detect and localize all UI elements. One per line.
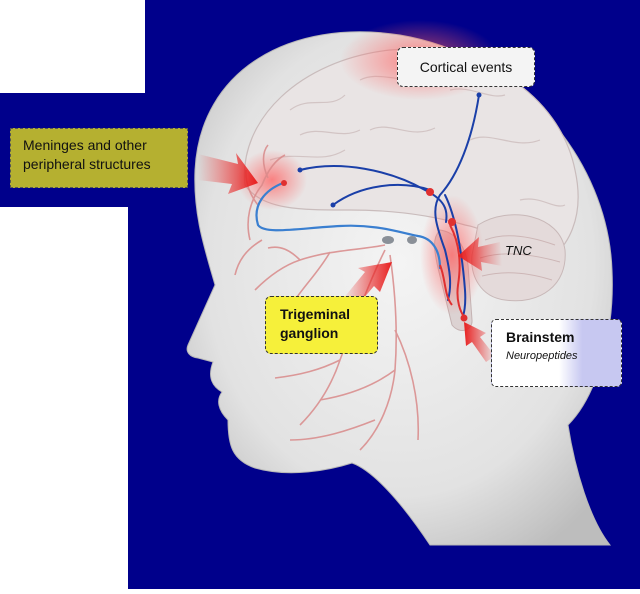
meninges-label: Meninges and other peripheral structures xyxy=(10,128,188,188)
pathway-thalamic xyxy=(299,165,448,223)
cortical-events-text: Cortical events xyxy=(419,59,513,75)
brainstem-glow xyxy=(420,195,484,315)
neuropeptides-subtitle: Neuropeptides xyxy=(506,350,578,362)
meninges-text-line1: Meninges and other xyxy=(23,137,147,153)
arrow-meninges xyxy=(198,153,258,194)
thalamus-node xyxy=(426,188,434,196)
arrow-tnc xyxy=(458,237,502,271)
trigeminal-ganglion-node xyxy=(382,236,394,244)
thalamic-end-node xyxy=(297,167,303,173)
pathway-brainstem xyxy=(444,194,467,319)
pain-pathways xyxy=(255,94,480,319)
trigeminal-ganglion-label: Trigeminal ganglion xyxy=(265,296,378,354)
pathway-cortical xyxy=(434,94,480,301)
cortex-node xyxy=(476,92,482,98)
brainstem-label: Brainstem Neuropeptides xyxy=(491,319,622,387)
trigeminal-text-line2: ganglion xyxy=(280,325,339,341)
pathway-hypothalamic xyxy=(332,184,431,206)
brainstem-node xyxy=(460,314,468,322)
meninges-node xyxy=(281,180,287,186)
brainstem-title: Brainstem xyxy=(506,329,575,345)
trigeminal-text-line1: Trigeminal xyxy=(280,306,351,322)
tnc-node xyxy=(448,218,456,226)
activated-nuclei xyxy=(439,224,466,319)
cortical-events-label: Cortical events xyxy=(397,47,535,87)
meninges-text-line2: peripheral structures xyxy=(23,156,151,172)
tnc-label: TNC xyxy=(505,243,532,258)
arrow-brainstem xyxy=(464,322,495,362)
pathway-meningeal xyxy=(255,181,442,270)
meninges-glow xyxy=(237,150,307,210)
hypothalamic-end-node xyxy=(330,202,336,208)
ganglion-node-secondary xyxy=(407,236,417,244)
white-cutout-left xyxy=(0,207,128,589)
white-cutout-top-left xyxy=(0,0,145,93)
